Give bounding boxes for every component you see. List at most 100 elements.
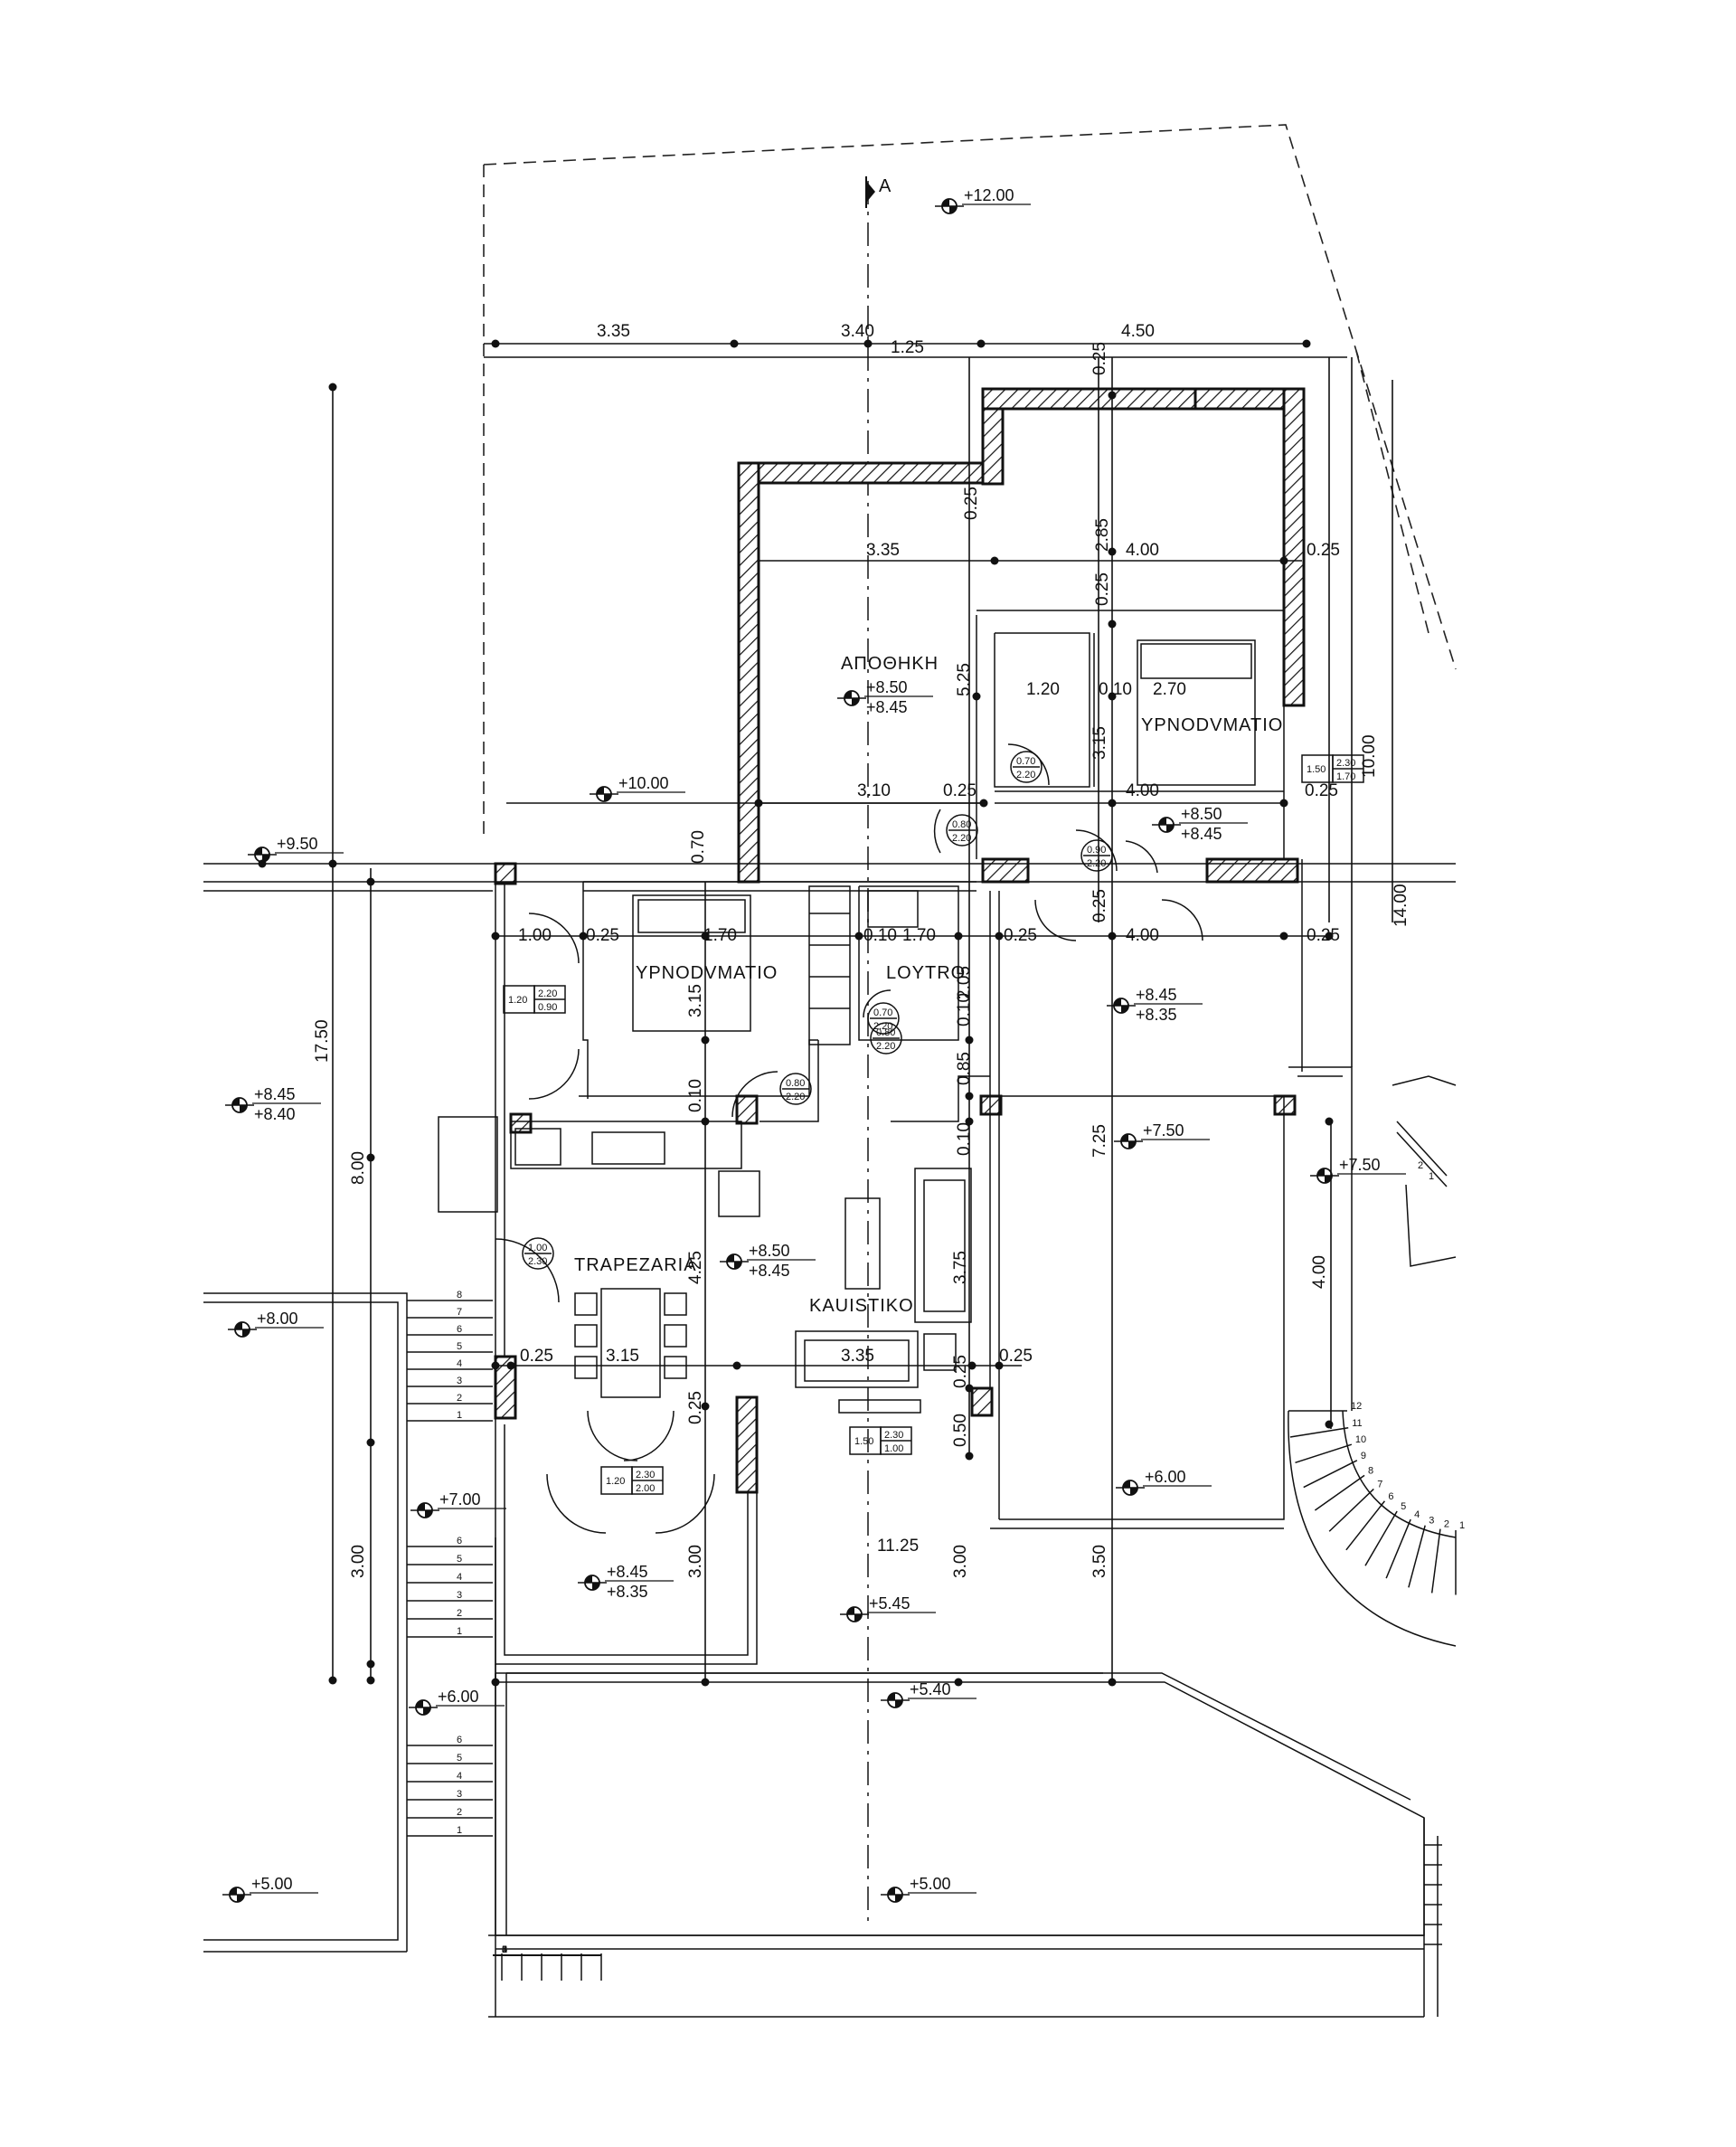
stair-step-number: 5: [457, 1341, 462, 1352]
stair-step-number: 5: [457, 1554, 462, 1565]
dimension-value: 1.25: [891, 338, 924, 357]
level-value: +10.00: [618, 774, 669, 792]
dimension-value: 3.35: [866, 541, 900, 560]
opening-tag: 0.90 2.20: [1080, 839, 1113, 872]
dimension-dot: [1108, 932, 1117, 941]
stair-step-number: 7: [1377, 1479, 1382, 1490]
room-bedroom-top-label: YPNODVMATIO: [1141, 715, 1283, 735]
level-value: +8.45: [254, 1085, 296, 1103]
room-bedroom-left-label: YPNODVMATIO: [636, 963, 778, 983]
opening-tag: 1.502.301.00: [849, 1426, 912, 1455]
dimension-dot: [366, 1153, 375, 1162]
opening-width: 1.20: [606, 1476, 625, 1487]
stairs-left: 8765432165432165432165432121121110987654…: [407, 1075, 1465, 1981]
dimension-value: 4.00: [1126, 541, 1159, 560]
opening-width: 1.50: [1307, 764, 1326, 775]
dimension-value: 14.00: [1392, 884, 1410, 927]
stair-step-number: 2: [502, 1944, 507, 1955]
stair-step-number: 5: [457, 1753, 462, 1764]
level-value: +7.50: [1339, 1156, 1381, 1174]
level-markers: +12.00+8.50+8.45+8.50+8.45+8.45+8.35+9.5…: [222, 186, 1406, 1903]
level-marker: +8.45+8.35: [1107, 986, 1203, 1024]
dimension-value: 0.25: [951, 1355, 970, 1388]
dimension-value: 0.25: [520, 1347, 553, 1366]
level-marker: +6.00: [409, 1688, 505, 1716]
room-dining-label: TRAPEZARIA: [574, 1255, 697, 1275]
dimension-dot: [995, 1361, 1004, 1370]
level-value: +5.45: [869, 1594, 910, 1613]
stair-step-number: 3: [457, 1789, 462, 1800]
stair-step-number: 4: [457, 1358, 462, 1369]
opening-width: 1.00: [528, 1243, 547, 1253]
opening-height: 2.30: [884, 1430, 903, 1441]
stair-step-number: 3: [457, 1376, 462, 1386]
dimension-dot: [1279, 799, 1288, 808]
section-arrow-icon: [866, 181, 875, 203]
dimension-dot: [863, 339, 873, 348]
level-value: +8.45: [1181, 825, 1222, 843]
dimension-value: 0.25: [1090, 889, 1109, 922]
dimension-value: 0.10: [863, 926, 897, 945]
dimension-value: 3.35: [841, 1347, 874, 1366]
dimension-dot: [1325, 1117, 1334, 1126]
dimension-dot: [491, 339, 500, 348]
stair-tread: [1396, 1121, 1448, 1177]
dimension-value: 8.00: [349, 1151, 368, 1185]
dimension-dot: [1108, 391, 1117, 400]
level-value: +8.40: [254, 1105, 296, 1123]
dimension-lines: [203, 343, 1456, 1682]
dimension-value: 3.40: [841, 322, 874, 341]
dimension-value: 4.00: [1126, 926, 1159, 945]
dimension-value: 0.85: [955, 1052, 974, 1085]
stair-step-number: 6: [502, 1944, 507, 1955]
dimension-dot: [1279, 932, 1288, 941]
room-storage-label: ΑΠΟΘΗΚΗ: [841, 654, 939, 674]
level-marker: +5.00: [881, 1875, 976, 1903]
dimension-dot: [976, 339, 986, 348]
level-marker: +8.50+8.45: [837, 678, 933, 716]
level-value: +8.45: [607, 1563, 648, 1581]
opening-height: 2.20: [876, 1041, 895, 1052]
room-labels: ΑΠΟΘΗΚΗ YPNODVMATIO YPNODVMATIO LOYTRO T…: [574, 176, 1283, 1316]
dimension-dot: [701, 1402, 710, 1411]
stair-step-number: 11: [1352, 1418, 1362, 1429]
opening-width-2: 0.90: [538, 1002, 557, 1013]
room-living-label: KAUISTIKO: [809, 1296, 914, 1316]
dimension-value: 10.00: [1360, 734, 1379, 778]
dimension-value: 11.25: [877, 1537, 919, 1556]
dimension-value: 3.15: [1090, 726, 1109, 760]
interior-lines: [203, 610, 1457, 2018]
dimension-dot: [366, 877, 375, 886]
opening-width: 0.90: [1087, 845, 1106, 856]
stair-step-number: 1: [1459, 1520, 1465, 1531]
dimension-value: 3.35: [597, 322, 630, 341]
stair-step-number: 3: [1429, 1516, 1434, 1527]
dimension-dot: [954, 1678, 963, 1687]
opening-height: 2.30: [636, 1470, 655, 1480]
dimension-value: 1.70: [703, 926, 737, 945]
dimension-dot: [1108, 1678, 1117, 1687]
opening-height: 2.20: [1087, 858, 1106, 869]
level-marker: +5.40: [881, 1680, 976, 1708]
level-marker: +8.50+8.45: [720, 1242, 816, 1280]
dimension-value: 0.25: [1093, 572, 1112, 606]
opening-height: 2.30: [1336, 758, 1355, 769]
stair-step-number: 6: [457, 1536, 462, 1546]
stair-step-number: 4: [502, 1944, 507, 1955]
dimension-value: 17.50: [313, 1019, 332, 1063]
opening-height: 2.20: [786, 1092, 805, 1102]
level-marker: +12.00: [935, 186, 1031, 214]
stair-step-number: 3: [457, 1590, 462, 1601]
stair-step-number: 1: [457, 1825, 462, 1836]
stair-step-number: 2: [457, 1608, 462, 1619]
level-value: +8.50: [749, 1242, 790, 1260]
level-value: +6.00: [438, 1688, 479, 1706]
dimension-dot: [491, 1361, 500, 1370]
dimension-dot: [990, 556, 999, 565]
opening-tag: 0.802.20: [946, 814, 978, 847]
stair-step-number: 10: [1355, 1434, 1366, 1445]
stair-tread: [1295, 1443, 1353, 1464]
dimension-value: 3.00: [686, 1545, 705, 1578]
dimension-value: 0.25: [943, 781, 976, 800]
dimension-value: 1.00: [518, 926, 552, 945]
